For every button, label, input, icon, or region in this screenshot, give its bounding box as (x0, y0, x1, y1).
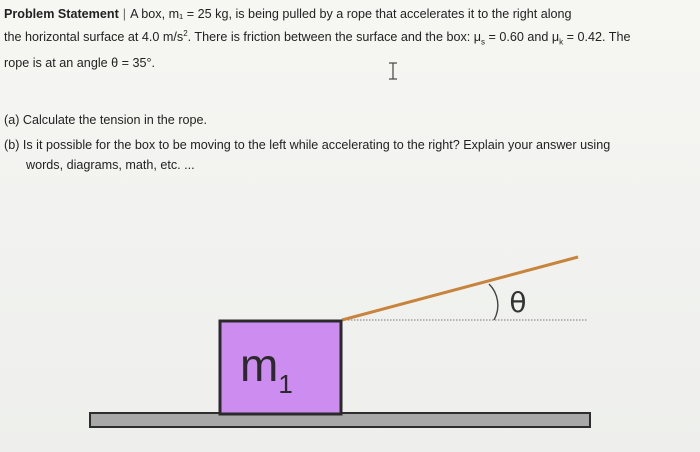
question-b-line-2: words, diagrams, math, etc. ... (26, 158, 195, 172)
mass-subscript: 1 (278, 369, 292, 399)
box-m1 (218, 319, 343, 416)
problem-line-2a: the horizontal surface at 4.0 m/s (4, 30, 184, 45)
rope (341, 255, 579, 322)
problem-line-1: A box, m₁ = 25 kg, is being pulled by a … (130, 7, 572, 21)
exponent: 2 (183, 29, 188, 38)
problem-line-2c: = 0.60 and μ (485, 30, 560, 45)
problem-line-2d: = 0.42. The (563, 30, 631, 45)
question-a: (a) Calculate the tension in the rope. (4, 113, 208, 127)
mass-symbol: m (240, 339, 278, 391)
angle-label: θ (509, 286, 526, 319)
mu-k-subscript: k (559, 37, 564, 47)
text-cursor-icon (389, 62, 397, 80)
angle-arc (488, 283, 499, 321)
question-b-line-1: (b) Is it possible for the box to be mov… (4, 138, 611, 152)
problem-line-2b: . There is friction between the surface … (187, 30, 482, 45)
mu-s-subscript: s (481, 37, 486, 47)
question-b: (b) Is it possible for the box to be mov… (4, 135, 674, 175)
problem-line-3: rope is at an angle θ = 35°. (4, 55, 156, 70)
separator: | (122, 7, 127, 21)
mass-label: m1 (240, 339, 293, 399)
problem-statement: Problem Statement|A box, m₁ = 25 kg, is … (4, 4, 694, 73)
problem-statement-label: Problem Statement (4, 7, 119, 21)
